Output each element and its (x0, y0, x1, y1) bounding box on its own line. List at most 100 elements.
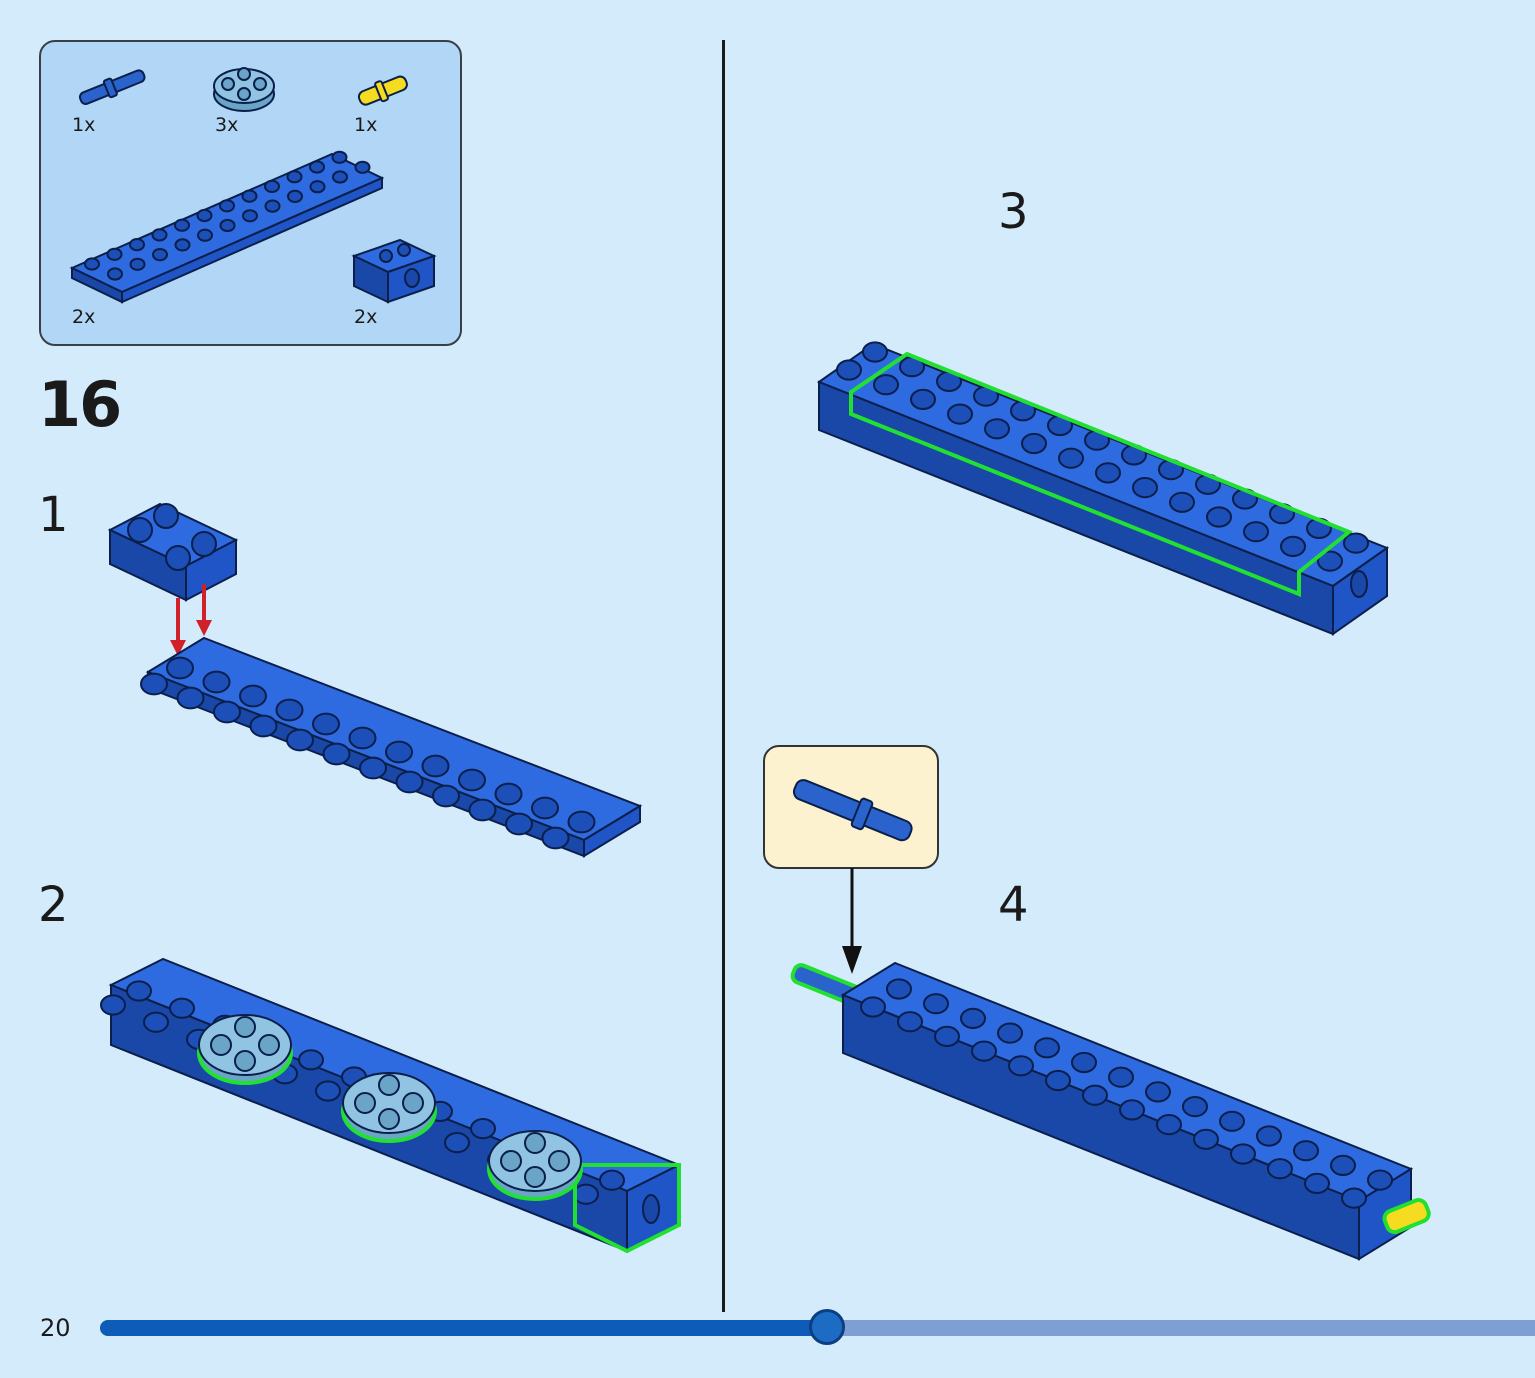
round-plate (197, 1014, 293, 1085)
stud (1108, 1066, 1134, 1088)
part-yellow-pin-image (357, 75, 408, 106)
stud (315, 1080, 341, 1102)
part-axle-pin-image (78, 69, 146, 105)
step-2-number: 2 (38, 877, 69, 933)
stud (984, 418, 1010, 440)
stud (242, 209, 258, 223)
callout-axle-pin-image (792, 779, 913, 842)
stud (298, 1049, 324, 1071)
part-qty-long-plate: 2x (72, 306, 96, 328)
stud (947, 403, 973, 425)
stud (1071, 1051, 1097, 1074)
stud (264, 199, 281, 213)
stud (275, 698, 304, 722)
stud (862, 341, 888, 363)
stud (1119, 1099, 1145, 1121)
stud (505, 812, 533, 836)
part-qty-axle-pin: 1x (72, 114, 96, 136)
step-1-illustration (107, 502, 643, 858)
progress-knob[interactable] (809, 1309, 846, 1345)
stud (176, 686, 205, 710)
stud (1034, 1037, 1060, 1059)
stud (836, 359, 862, 381)
stud (531, 796, 559, 820)
stud (1132, 477, 1158, 499)
stud (385, 740, 413, 764)
stud (359, 756, 387, 780)
stud (1243, 521, 1269, 543)
round-plate (487, 1130, 583, 1201)
stud (960, 1007, 986, 1030)
stud (84, 257, 100, 271)
step-4-number: 4 (998, 877, 1029, 933)
stud (470, 1118, 496, 1140)
stud (934, 1025, 960, 1048)
stud (873, 374, 899, 396)
stud (494, 782, 523, 806)
stud (312, 712, 340, 736)
stud (286, 728, 314, 752)
part-long-plate-image (69, 150, 385, 304)
stud (444, 1132, 470, 1154)
stud (1095, 462, 1121, 484)
part-technic-brick-image (351, 238, 437, 304)
stud (1082, 1084, 1108, 1106)
stud (1280, 535, 1306, 557)
stud (1206, 506, 1232, 528)
stud (1156, 1114, 1182, 1136)
stud (309, 160, 325, 174)
stud (126, 980, 152, 1002)
stud (348, 726, 377, 750)
stud (1317, 550, 1343, 572)
progress-bar (100, 1309, 1535, 1345)
stud (241, 189, 258, 203)
stud (573, 1183, 599, 1205)
stud (166, 656, 194, 680)
step-3-illustration (816, 341, 1390, 636)
part-qty-yellow-pin: 1x (354, 114, 378, 136)
part-round-plate-image (213, 67, 275, 112)
step-2-illustration (100, 957, 682, 1254)
stud (174, 218, 190, 232)
stud (599, 1169, 625, 1191)
stud (971, 1040, 997, 1062)
stud (129, 257, 146, 271)
stud (140, 672, 168, 696)
stud (332, 170, 348, 184)
stud (1008, 1055, 1034, 1077)
stud (264, 179, 280, 194)
step-4-illustration (790, 961, 1431, 1261)
stud (129, 238, 145, 252)
step-group-number: 16 (38, 368, 122, 441)
stud (432, 784, 460, 808)
stud (923, 993, 949, 1015)
stud (151, 228, 168, 242)
stud (458, 768, 486, 792)
stud (286, 170, 303, 184)
stud (213, 700, 241, 724)
callout-arrow (842, 868, 862, 974)
stud (897, 1011, 923, 1033)
stud (567, 810, 596, 834)
stud (860, 996, 886, 1018)
stud (197, 228, 213, 242)
stud (354, 160, 371, 174)
stud (468, 798, 497, 822)
stud (1230, 1143, 1256, 1165)
stud (1219, 1110, 1245, 1132)
stud (1304, 1172, 1330, 1194)
stud (100, 994, 126, 1016)
stud (202, 670, 231, 694)
stud (106, 247, 123, 261)
stud (1343, 532, 1369, 554)
stud (152, 248, 168, 262)
stud (1330, 1154, 1356, 1176)
stud (322, 742, 351, 766)
stud (541, 826, 570, 850)
stud (1045, 1069, 1071, 1092)
stud (395, 770, 424, 794)
stud (107, 267, 123, 281)
page-number: 20 (40, 1314, 71, 1342)
stud (239, 684, 267, 708)
step-3-number: 3 (998, 184, 1029, 240)
